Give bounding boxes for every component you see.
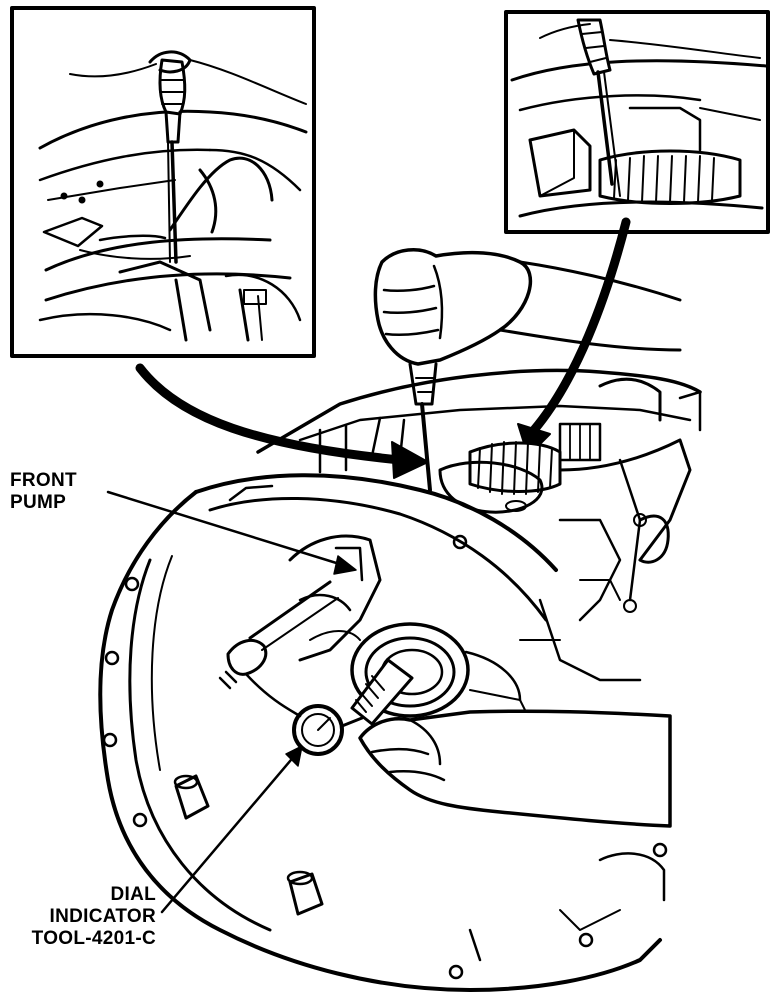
right-inset-detail	[504, 10, 770, 234]
dial-indicator	[218, 580, 364, 756]
bellhousing-outer	[98, 490, 662, 992]
dowel-pin	[174, 774, 210, 820]
left-inset-arrowhead	[391, 441, 429, 479]
probe-rod	[420, 402, 432, 492]
front-pump-leader-arrowhead	[333, 555, 357, 575]
front-pump-label-line1: FRONT	[10, 470, 77, 491]
bellhousing	[98, 473, 668, 992]
dowel-pin	[288, 872, 324, 916]
dial-indicator-label-line3: TOOL-4201-C	[31, 928, 156, 949]
dial-indicator-label-line2: INDICATOR	[49, 906, 156, 927]
lower-hand	[358, 709, 672, 828]
right-inset-arrow	[529, 217, 631, 435]
callout-arrows	[135, 217, 631, 479]
upper-hand	[373, 248, 682, 492]
dial-indicator-label-line1: DIAL	[110, 884, 156, 905]
bellhousing-inner	[208, 497, 548, 622]
dial-indicator-leader-arrowhead	[285, 745, 303, 767]
dial-indicator-leader	[160, 752, 298, 914]
leader-lines	[106, 490, 357, 914]
transmission-case	[256, 368, 702, 682]
input-shaft	[350, 658, 414, 726]
dial-indicator-label: DIAL INDICATOR TOOL-4201-C	[6, 884, 156, 950]
front-pump-label-line2: PUMP	[10, 492, 67, 513]
left-inset-detail	[10, 6, 316, 358]
left-inset-arrow	[135, 363, 405, 465]
front-pump-leader	[106, 490, 348, 568]
front-pump-label: FRONT PUMP	[10, 470, 77, 514]
